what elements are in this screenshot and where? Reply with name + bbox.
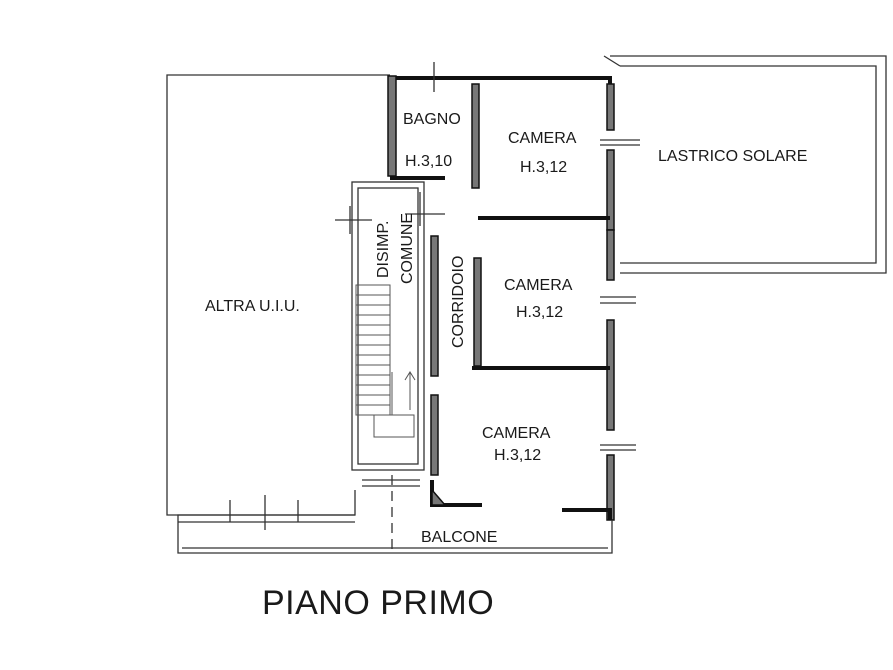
camera-mid-height: H.3,12 [516,304,563,321]
balcone-label: BALCONE [421,529,497,546]
camera-top-height: H.3,12 [520,159,567,176]
openings [335,62,640,506]
disimpegno-label-line1: DISIMP. [375,221,392,279]
camera-bottom-label: CAMERA [482,425,551,442]
lastrico-label: LASTRICO SOLARE [658,148,807,165]
bagno-label: BAGNO [403,111,461,128]
balcone-area [177,475,613,554]
apartment-walls [351,75,615,521]
disimpegno-label-line2: COMUNE [399,213,416,284]
camera-mid-label: CAMERA [504,277,573,294]
altra-uiu-label: ALTRA U.I.U. [205,298,300,315]
camera-top-label: CAMERA [508,130,577,147]
bagno-height: H.3,10 [405,153,452,170]
lastrico-solare-area [603,55,887,274]
floor-title: PIANO PRIMO [262,584,494,622]
staircase [355,284,416,438]
camera-bottom-height: H.3,12 [494,447,541,464]
corridoio-label: CORRIDOIO [450,256,467,348]
